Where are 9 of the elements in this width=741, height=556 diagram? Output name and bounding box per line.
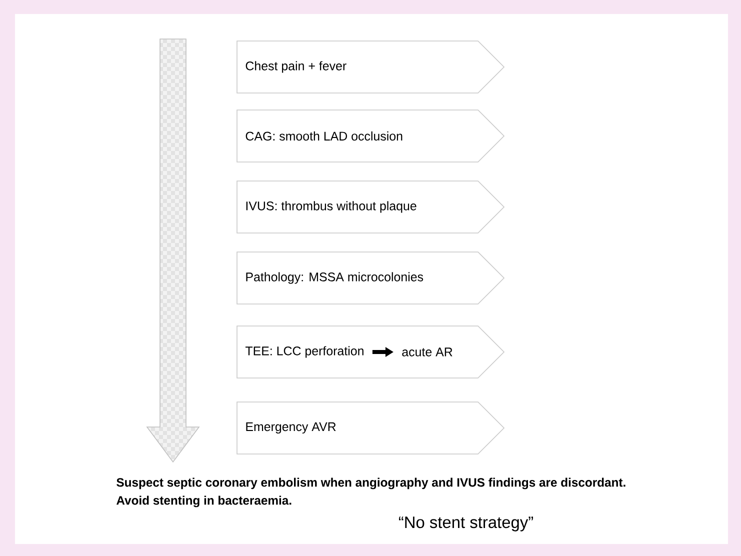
step-box: CAG: smooth LAD occlusion xyxy=(236,110,505,162)
step-box: IVUS: thrombus without plaque xyxy=(236,180,505,234)
note-text: Avoid stenting in bacteraemia. xyxy=(116,496,292,508)
step-box: Pathology: MSSA microcolonies xyxy=(236,252,505,304)
step-box: Chest pain + fever xyxy=(236,40,505,94)
note-text: Suspect septic coronary embolism when angiography and IVUS findings are discordant. xyxy=(116,478,626,490)
step-box: TEE: LCC perforation acute AR xyxy=(236,326,505,378)
quote-text: “No stent strategy” xyxy=(399,516,533,532)
step-box: Emergency AVR xyxy=(236,402,505,454)
